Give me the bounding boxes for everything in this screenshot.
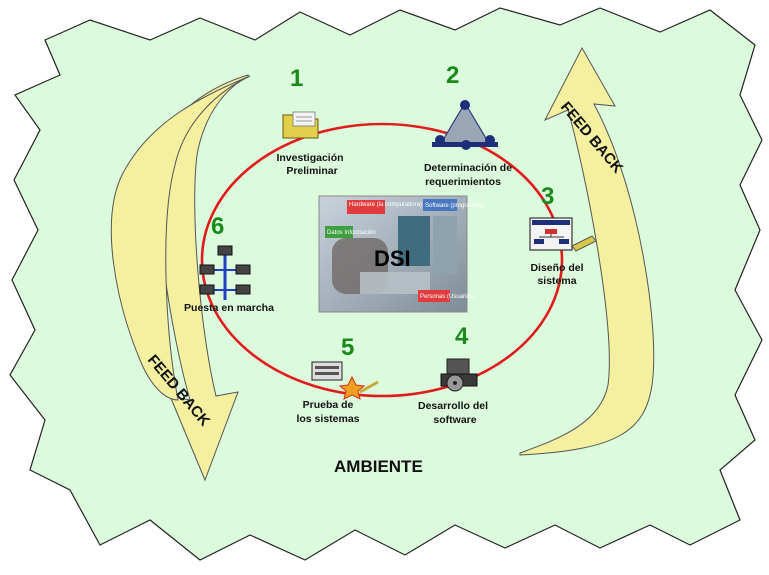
- folder-icon: [282, 111, 319, 139]
- step-3: 3 Diseño del sistema: [529, 183, 597, 287]
- step-label-line: sistema: [537, 275, 576, 287]
- step-number: 1: [290, 65, 303, 92]
- svg-text:Personas (Usuarios): Personas (Usuarios): [420, 294, 475, 300]
- step-number: 4: [455, 323, 469, 350]
- step-label-line: Determinación de: [424, 162, 512, 174]
- step-label-line: Prueba de: [303, 399, 354, 411]
- step-label-line: Preliminar: [286, 165, 337, 177]
- step-5: 5 Prueba de los sistemas: [296, 334, 379, 425]
- step-2: 2 Determinación de requerimientos: [424, 62, 512, 188]
- step-label-line: Diseño del: [530, 262, 583, 274]
- photo-tag-hardware: [347, 200, 385, 214]
- step-label-line: Investigación: [276, 152, 343, 164]
- photo-tag-people: [418, 290, 450, 302]
- test-papers-icon: [311, 361, 379, 400]
- step-label-line: requerimientos: [425, 176, 501, 188]
- step-number: 5: [341, 334, 354, 361]
- step-label-line: Puesta en marcha: [184, 302, 274, 314]
- step-number: 2: [446, 62, 459, 89]
- feedback-arrow-left-shade: [110, 75, 251, 401]
- step-label-line: los sistemas: [296, 413, 359, 425]
- cycle-ring: [200, 122, 564, 398]
- design-screen-icon: [529, 217, 597, 252]
- step-number: 6: [211, 213, 224, 240]
- svg-text:Hardware (la computadora): Hardware (la computadora): [349, 202, 422, 208]
- step-4: 4 Desarrollo del software: [418, 323, 488, 426]
- step-label-line: Desarrollo del: [418, 400, 488, 412]
- step-1: 1 Investigación Preliminar: [276, 65, 343, 177]
- svg-text:Datos Información: Datos Información: [327, 230, 376, 236]
- environment-label: AMBIENTE: [334, 457, 423, 476]
- software-cd-icon: [440, 358, 478, 392]
- photo-tag-software: [423, 199, 457, 211]
- photo-tag-data: [325, 226, 353, 238]
- network-computers-icon: [199, 245, 251, 300]
- center-label: DSI: [374, 246, 411, 271]
- feedback-arrow-right: [519, 46, 655, 456]
- team-icon: [432, 100, 498, 150]
- step-number: 3: [541, 183, 554, 210]
- step-label-line: software: [433, 414, 476, 426]
- step-6: 6 Puesta en marcha: [184, 213, 274, 314]
- svg-text:Software (programas): Software (programas): [425, 203, 483, 209]
- center-photo: Hardware (la computadora) Software (prog…: [318, 195, 483, 313]
